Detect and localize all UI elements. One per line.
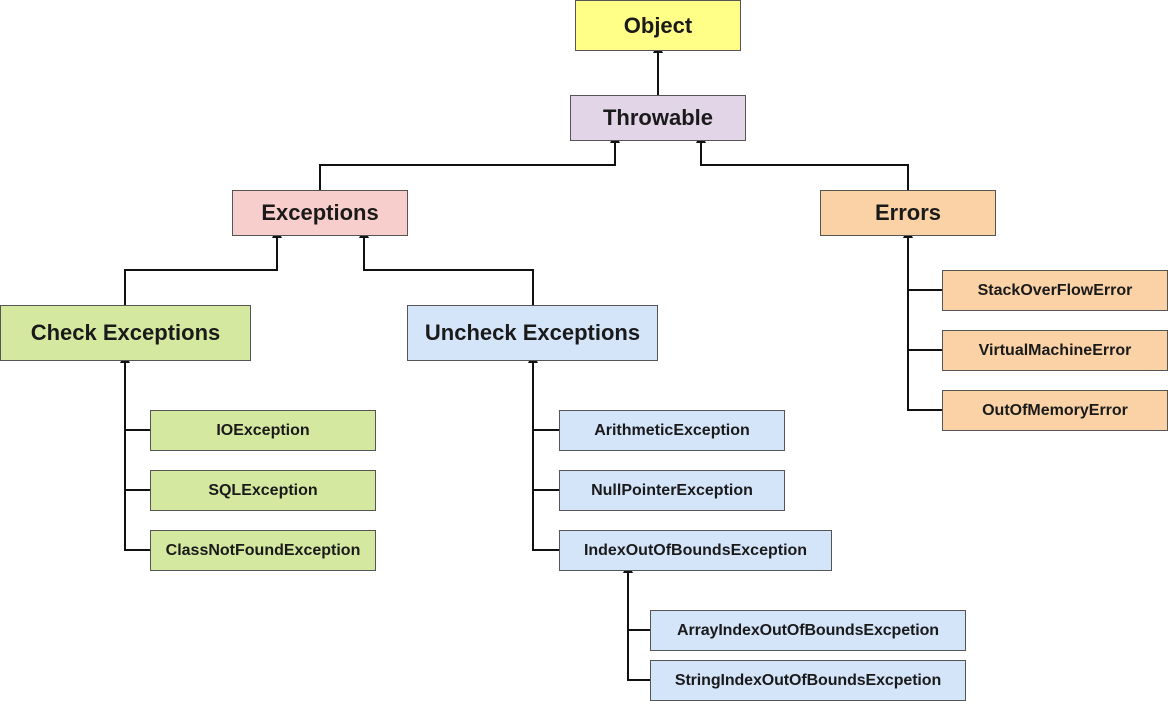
node-throwable: Throwable (570, 95, 746, 141)
node-object: Object (575, 0, 741, 51)
node-array-index-out-of-bounds-excpetion: ArrayIndexOutOfBoundsExcpetion (650, 610, 966, 651)
node-io-exception: IOException (150, 410, 376, 451)
node-sql-exception: SQLException (150, 470, 376, 511)
node-errors: Errors (820, 190, 996, 236)
node-out-of-memory-error: OutOfMemoryError (942, 390, 1168, 431)
link-check-exceptions (124, 228, 282, 305)
node-check-exceptions: Check Exceptions (0, 305, 251, 361)
link-index-children (623, 563, 650, 681)
link-unchecked-children (528, 353, 559, 551)
link-errors-throwable (696, 133, 909, 190)
node-exceptions: Exceptions (232, 190, 408, 236)
node-stack-over-flow-error: StackOverFlowError (942, 270, 1168, 311)
node-arithmetic-exception: ArithmeticException (559, 410, 785, 451)
node-string-index-out-of-bounds-excpetion: StringIndexOutOfBoundsExcpetion (650, 660, 966, 701)
link-checked-children (120, 353, 150, 551)
link-errors-children (903, 228, 942, 411)
link-exceptions-throwable (319, 133, 620, 190)
node-null-pointer-exception: NullPointerException (559, 470, 785, 511)
node-index-out-of-bounds-exception: IndexOutOfBoundsException (559, 530, 832, 571)
node-uncheck-exceptions: Uncheck Exceptions (407, 305, 658, 361)
node-virtual-machine-error: VirtualMachineError (942, 330, 1168, 371)
link-uncheck-exceptions (359, 228, 534, 305)
node-class-not-found-exception: ClassNotFoundException (150, 530, 376, 571)
